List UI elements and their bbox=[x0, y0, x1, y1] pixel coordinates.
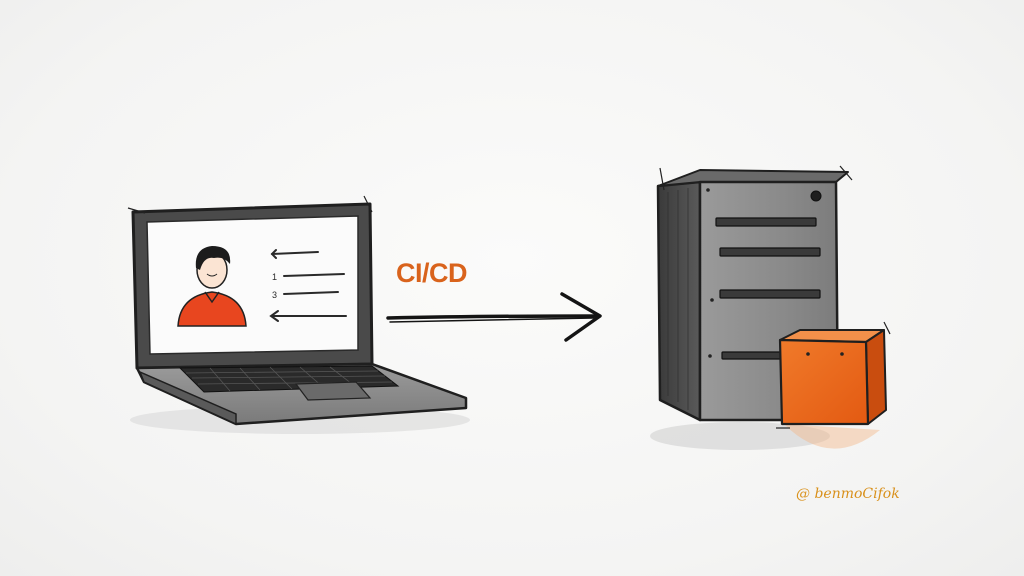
list-arrow bbox=[269, 310, 279, 322]
arrow-head bbox=[560, 292, 602, 342]
server-screw bbox=[708, 354, 712, 358]
arrow-shaft bbox=[386, 314, 600, 320]
server-drive-bay bbox=[719, 289, 821, 299]
list-arrow bbox=[270, 249, 277, 259]
keyboard-key-grid bbox=[185, 366, 393, 392]
box-dot bbox=[806, 352, 810, 356]
server-drive-bay bbox=[719, 247, 821, 257]
server-screw bbox=[706, 188, 710, 192]
laptop-base-front bbox=[138, 370, 237, 426]
sketch-line bbox=[363, 195, 373, 213]
laptop-touchpad bbox=[294, 381, 372, 401]
list-line bbox=[271, 251, 319, 255]
server-power-button-icon bbox=[810, 190, 822, 202]
avatar-collar bbox=[204, 291, 220, 304]
server-drive-bay bbox=[715, 217, 817, 227]
box-glow bbox=[784, 424, 880, 449]
box-dot bbox=[840, 352, 844, 356]
laptop-screen bbox=[146, 215, 359, 355]
server-side bbox=[656, 180, 702, 422]
server-screw bbox=[710, 298, 714, 302]
laptop-icon: 1 3 bbox=[127, 195, 470, 434]
arrow-shaft-sketch bbox=[389, 317, 595, 323]
cicd-arrow-icon bbox=[386, 292, 602, 342]
sketch-line bbox=[883, 321, 891, 335]
server-side-hatching bbox=[667, 188, 689, 410]
list-line bbox=[283, 291, 339, 295]
avatar-mouth bbox=[206, 273, 218, 277]
list-number: 1 bbox=[272, 272, 277, 282]
sketch-line bbox=[839, 165, 853, 181]
avatar-shirt bbox=[177, 291, 247, 327]
sketch-line bbox=[127, 207, 146, 214]
box-side bbox=[865, 329, 887, 425]
package-box-icon bbox=[776, 321, 891, 449]
sketch-line bbox=[659, 167, 665, 191]
box-front bbox=[778, 338, 870, 426]
avatar-hair bbox=[195, 246, 231, 270]
screen-list-icon bbox=[269, 249, 347, 322]
list-line bbox=[283, 273, 345, 277]
artist-signature: @ benmoCifok bbox=[796, 486, 900, 502]
server-shadow bbox=[650, 422, 830, 450]
developer-avatar-icon bbox=[177, 246, 247, 327]
cicd-label: CI/CD bbox=[396, 258, 468, 288]
list-number: 3 bbox=[272, 290, 277, 300]
